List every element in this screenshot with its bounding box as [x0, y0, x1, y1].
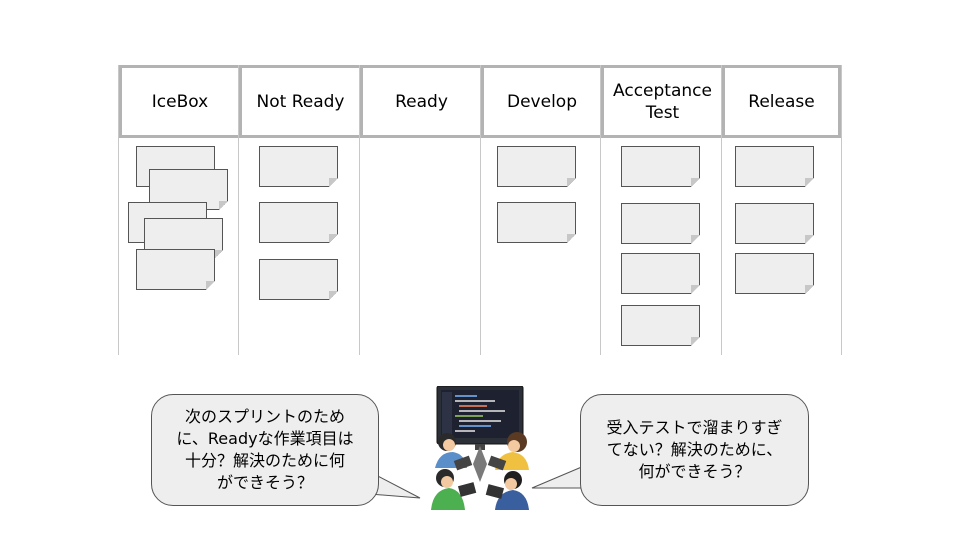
speech-bubble-tail-right [531, 465, 587, 489]
column-release: Release [721, 65, 842, 355]
column-not-ready: Not Ready [238, 65, 359, 355]
column-header-ready: Ready [360, 65, 480, 138]
speech-bubble-left: 次のスプリントのため に、Readyな作業項目は 十分？解決のために何 ができそ… [151, 394, 379, 506]
sticky-note [621, 203, 700, 244]
sticky-note [136, 249, 215, 290]
column-header-acceptance-test: Acceptance Test [601, 65, 721, 138]
sticky-note [497, 202, 576, 243]
sticky-note [259, 202, 338, 243]
kanban-board: IceBox Not Ready Ready Develop Acceptanc… [118, 65, 842, 355]
sticky-note [735, 203, 814, 244]
column-header-develop: Develop [481, 65, 600, 138]
sticky-note [259, 146, 338, 187]
column-header-icebox: IceBox [119, 65, 238, 138]
column-header-not-ready: Not Ready [239, 65, 359, 138]
sticky-note [497, 146, 576, 187]
column-header-release: Release [722, 65, 841, 138]
team-discussion-illustration [431, 386, 529, 510]
sticky-note [621, 253, 700, 294]
column-develop: Develop [480, 65, 600, 355]
speech-bubble-right: 受入テストで溜まりすぎ てない？解決のために、 何ができそう？ [580, 394, 809, 506]
column-icebox: IceBox [118, 65, 238, 355]
column-acceptance-test: Acceptance Test [600, 65, 721, 355]
sticky-note [735, 253, 814, 294]
sticky-note [735, 146, 814, 187]
column-ready: Ready [359, 65, 480, 355]
sticky-note [621, 146, 700, 187]
sticky-note [621, 305, 700, 346]
sticky-note [259, 259, 338, 300]
